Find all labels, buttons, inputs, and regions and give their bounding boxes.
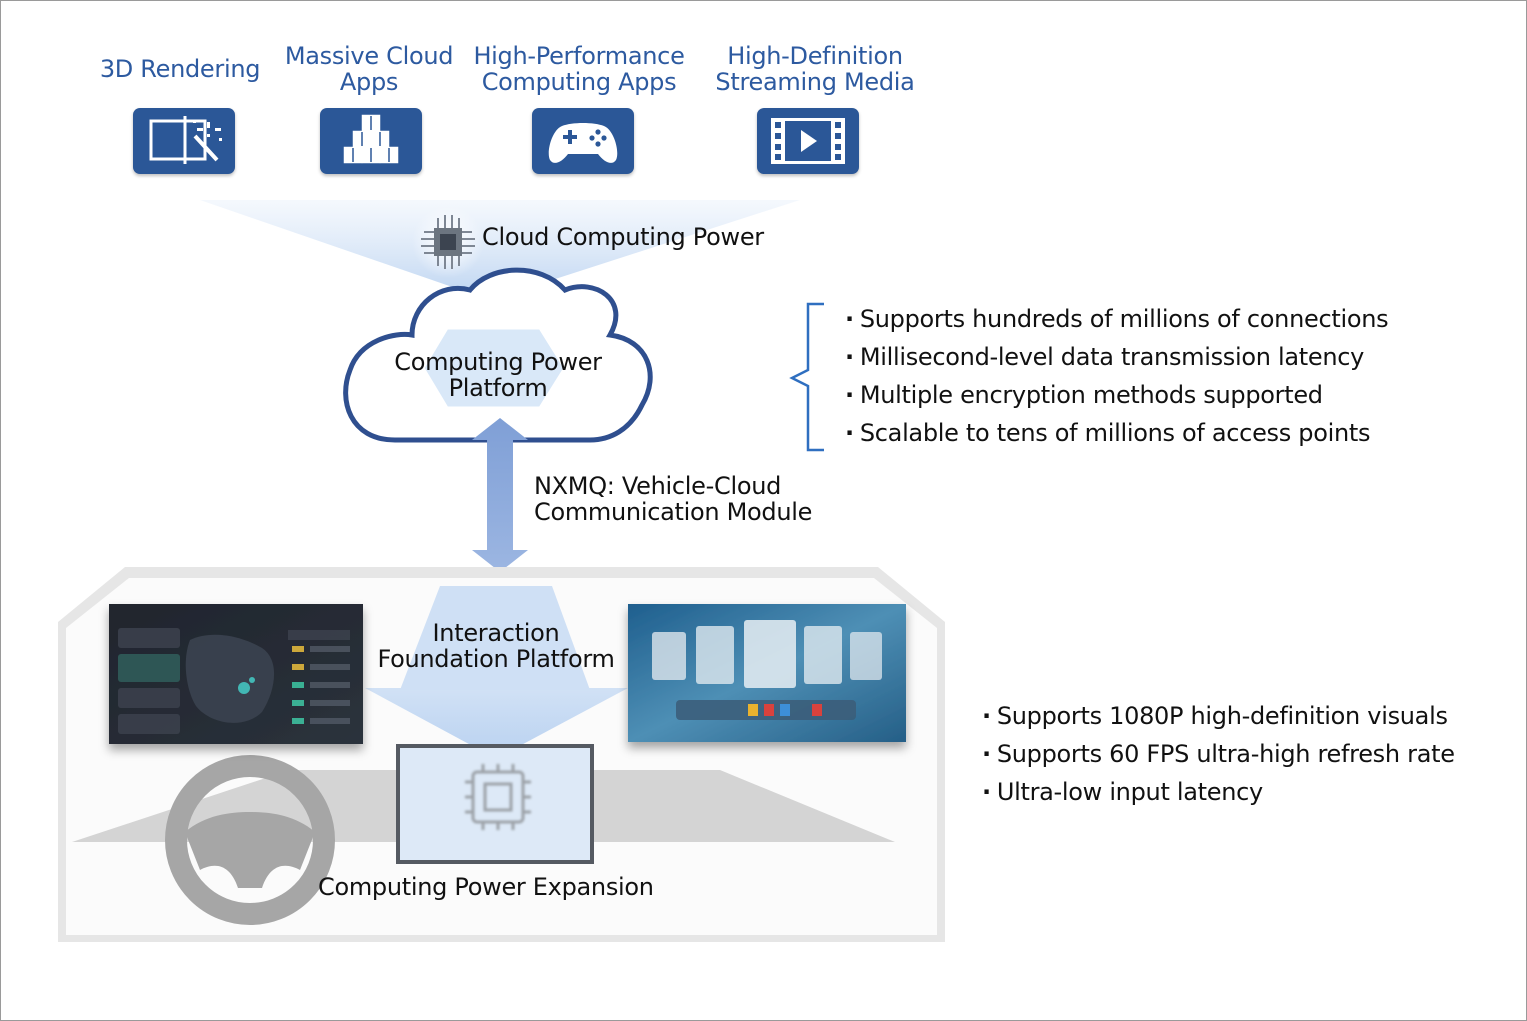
- vehicle-features-list: Supports 1080P high-definition visuals S…: [982, 697, 1455, 811]
- vehicle-feature-item: Supports 1080P high-definition visuals: [982, 697, 1455, 735]
- nxmq-arrow: [472, 418, 528, 572]
- computing-power-expansion-label: Computing Power Expansion: [318, 873, 654, 901]
- car-beam: [365, 688, 628, 750]
- platform-hexagon: [421, 326, 567, 410]
- gamepad-icon: [532, 108, 634, 174]
- expansion-box: [396, 744, 594, 864]
- cloud-feature-item: Multiple encryption methods supported: [845, 376, 1388, 414]
- interaction-trapezoid: [400, 586, 590, 690]
- cloud-features-list: Supports hundreds of millions of connect…: [845, 300, 1389, 452]
- cubes-icon: [320, 108, 422, 174]
- right-screen: [628, 604, 906, 742]
- cloud-computing-power-label: Cloud Computing Power: [482, 223, 764, 251]
- steering-wheel-icon: [165, 755, 335, 925]
- cloud-feature-item: Millisecond-level data transmission late…: [845, 338, 1388, 376]
- cloud-feature-item: Scalable to tens of millions of access p…: [845, 414, 1388, 452]
- left-screen: [109, 604, 363, 744]
- vehicle-feature-item: Supports 60 FPS ultra-high refresh rate: [982, 735, 1455, 773]
- vehicle-feature-item: Ultra-low input latency: [982, 773, 1455, 811]
- 3d-render-icon: [133, 108, 235, 174]
- film-icon: [757, 108, 859, 174]
- cloud-features-brace: [789, 302, 824, 452]
- cloud-feature-item: Supports hundreds of millions of connect…: [845, 300, 1389, 338]
- cpu-chip-icon: [412, 206, 484, 278]
- expansion-chip-icon: [465, 764, 531, 830]
- cloud-beam: [200, 200, 800, 300]
- app-label-3d-rendering: 3D Rendering: [99, 55, 261, 83]
